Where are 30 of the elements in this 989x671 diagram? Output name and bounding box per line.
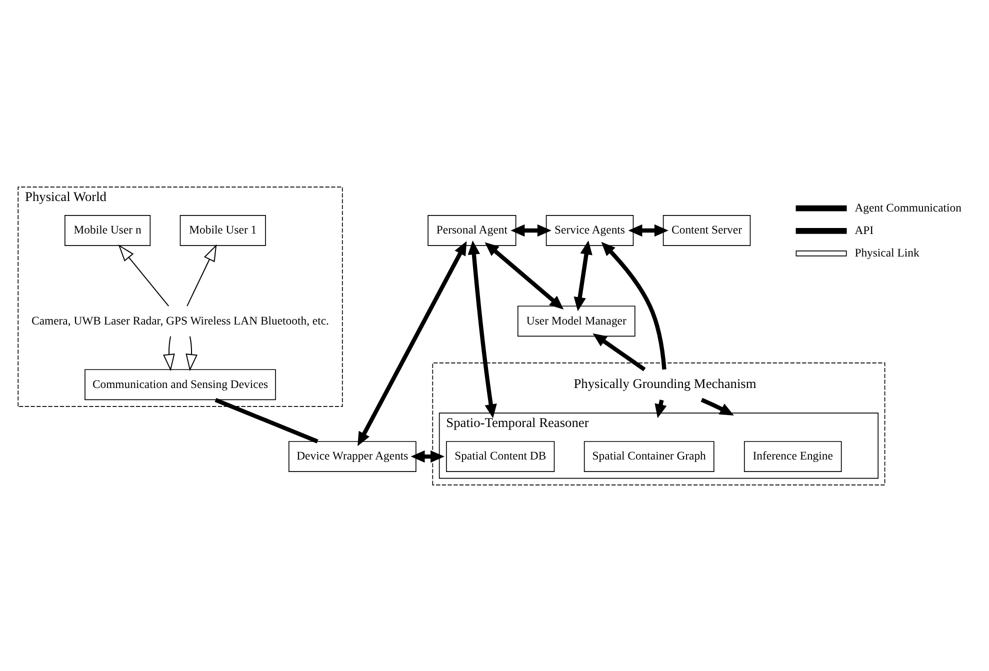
arrow — [358, 240, 467, 446]
node-box: Spatial Content DB — [446, 440, 555, 472]
arrow — [484, 242, 564, 309]
node-box: Inference Engine — [744, 440, 842, 472]
arrow — [592, 332, 646, 371]
node-box: Device Wrapper Agents — [288, 440, 416, 472]
node-box: Communication and Sensing Devices — [84, 368, 276, 400]
node-box: Mobile User n — [64, 214, 151, 246]
node-box: Service Agents — [546, 214, 634, 246]
arrow — [510, 224, 552, 236]
legend-label: Physical Link — [854, 246, 920, 260]
arrow — [186, 336, 198, 371]
connector — [214, 397, 318, 443]
arrow — [700, 397, 734, 416]
node-text: Camera, UWB Laser Radar, GPS Wireless LAN Bluetooth, etc. — [32, 314, 329, 327]
arrow — [410, 450, 445, 462]
node-box: Content Server — [662, 214, 751, 246]
arrow — [118, 244, 169, 306]
arrow — [574, 240, 592, 311]
arrow — [601, 241, 666, 370]
arrow — [163, 336, 175, 371]
arrow — [628, 224, 668, 236]
arrow — [186, 244, 217, 306]
node-box: Mobile User 1 — [180, 214, 266, 246]
node-box: Spatial Container Graph — [584, 440, 714, 472]
node-box: Personal Agent — [428, 214, 516, 246]
legend-label: API — [854, 224, 874, 236]
legend-label: Agent Communication — [854, 200, 962, 214]
arrow — [468, 240, 497, 418]
node-box: User Model Manager — [517, 305, 636, 336]
